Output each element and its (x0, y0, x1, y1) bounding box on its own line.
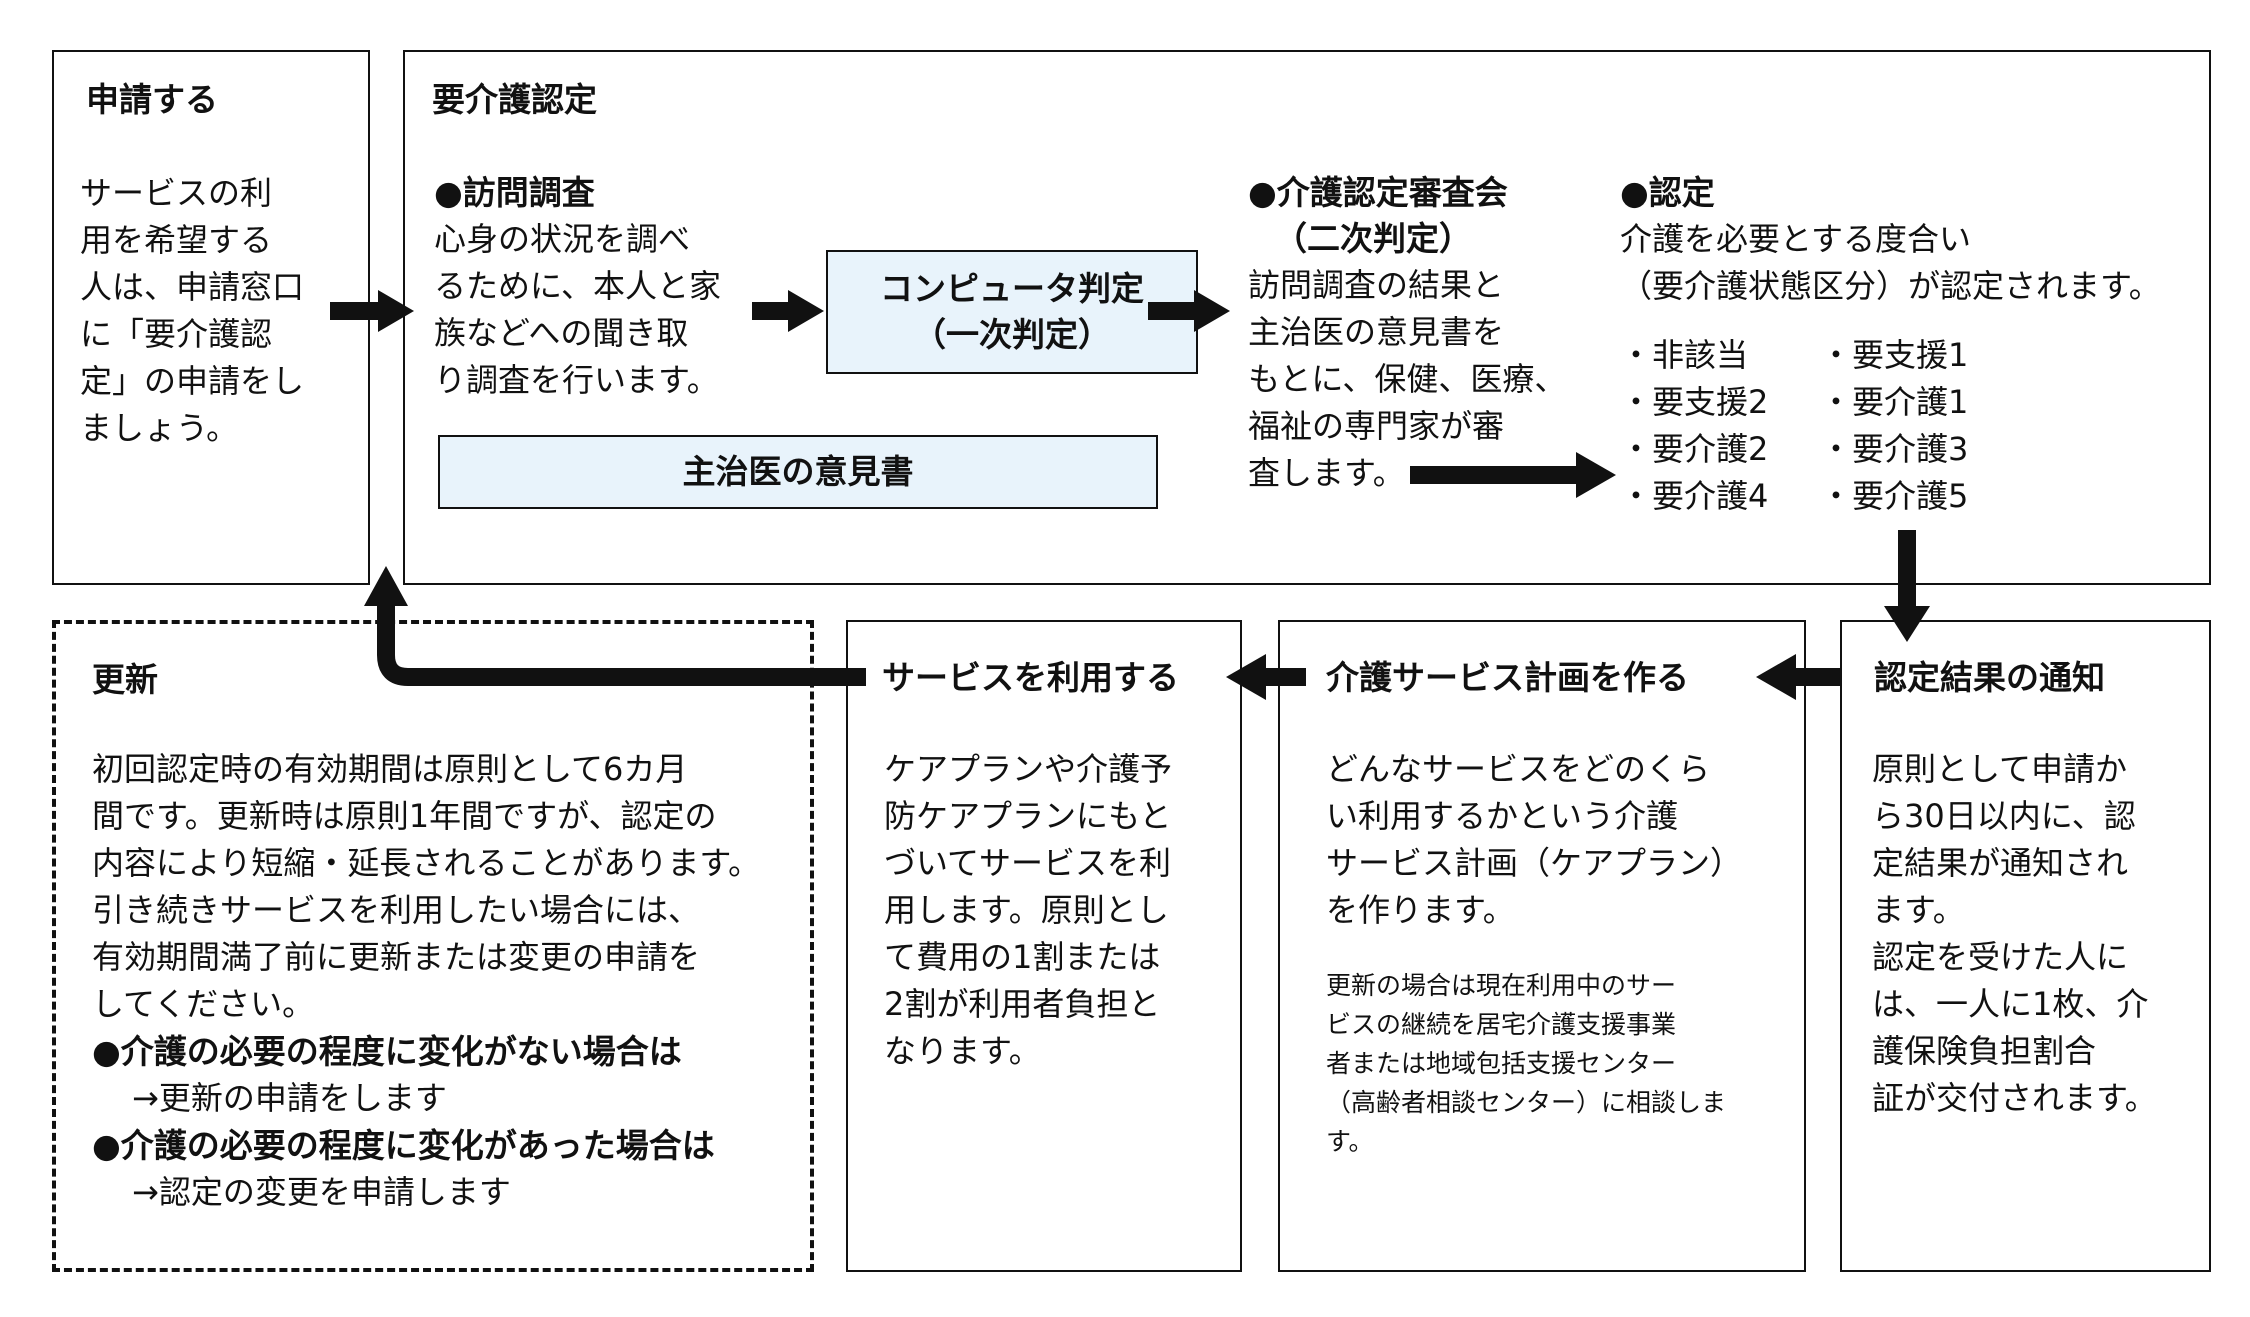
apply-line: 用を希望する (80, 221, 273, 259)
notice-line: 護保険負担割合 (1872, 1032, 2097, 1070)
computer-judgment-box: コンピュータ判定 （一次判定） (826, 250, 1198, 374)
care-plan-line: い利用するかという介護 (1326, 797, 1679, 835)
care-plan-line: サービス計画（ケアプラン） (1326, 844, 1743, 882)
doctor-opinion-label: 主治医の意見書 (682, 452, 914, 491)
notice-line: ら30日以内に、認 (1872, 797, 2136, 835)
arrow-plan-to-use (1226, 654, 1306, 700)
care-level: ・要介護1 (1820, 383, 1969, 421)
renewal-line: 初回認定時の有効期間は原則として6カ月 (92, 750, 688, 788)
notice-line: は、一人に1枚、介 (1872, 985, 2149, 1023)
arrow-apply-to-visit (330, 290, 414, 332)
review-council-line: 査します。 (1248, 454, 1405, 492)
use-service-text: ケアプランや介護予 防ケアプランにもと づいてサービスを利 用します。原則とし … (884, 746, 1172, 1075)
use-service-line: なります。 (884, 1032, 1041, 1070)
care-plan-text: どんなサービスをどのくら い利用するかという介護 サービス計画（ケアプラン） を… (1326, 746, 1742, 934)
renewal-line: 引き続きサービスを利用したい場合には、 (92, 891, 701, 929)
renewal-case-no-change: ●介護の必要の程度に変化がない場合は (92, 1032, 682, 1071)
review-council-line: もとに、保健、医療、 (1248, 360, 1567, 398)
renewal-line: 間です。更新時は原則1年間ですが、認定の (92, 797, 717, 835)
review-council-line: 主治医の意見書を (1248, 313, 1505, 351)
renewal-title: 更新 (92, 660, 158, 699)
care-level: ・要介護3 (1820, 430, 1969, 468)
computer-judgment-sublabel: （一次判定） (913, 315, 1111, 354)
notice-text: 原則として申請か ら30日以内に、認 定結果が通知され ます。 認定を受けた人に… (1872, 746, 2157, 1122)
notice-line: 定結果が通知され (1872, 844, 2129, 882)
renewal-line: 内容により短縮・延長されることがあります。 (92, 844, 761, 882)
visit-survey-line: るために、本人と家 (434, 267, 722, 305)
care-level: ・要介護2 (1620, 430, 1769, 468)
visit-survey-heading: ●訪問調査 (434, 173, 595, 212)
care-level: ・要支援2 (1620, 383, 1769, 421)
care-plan-note-line: 更新の場合は現在利用中のサー (1326, 971, 1677, 1000)
care-plan-note-line: ビスの継続を居宅介護支援事業 (1326, 1010, 1677, 1039)
certification-result-line: （要介護状態区分）が認定されます。 (1620, 267, 2161, 305)
care-plan-line: を作ります。 (1326, 891, 1515, 929)
doctor-opinion-box: 主治医の意見書 (438, 435, 1158, 509)
use-service-title: サービスを利用する (882, 658, 1179, 697)
apply-line: ましょう。 (80, 409, 239, 447)
use-service-line: て費用の1割または (884, 938, 1161, 976)
care-plan-note-line: す。 (1326, 1127, 1374, 1156)
care-level-list-right: ・要支援1 ・要介護1 ・要介護3 ・要介護5 (1820, 332, 1968, 520)
certification-result: ●認定 介護を必要とする度合い （要介護状態区分）が認定されます。 (1620, 170, 2161, 310)
care-level-list-left: ・非該当 ・要支援2 ・要介護2 ・要介護4 (1620, 332, 1768, 520)
care-level: ・非該当 (1620, 336, 1749, 374)
apply-line: 定」の申請をし (80, 362, 305, 400)
use-service-line: 2割が利用者負担と (884, 985, 1161, 1023)
use-service-line: ケアプランや介護予 (884, 750, 1173, 788)
notice-box (1840, 620, 2211, 1272)
apply-box (52, 50, 370, 585)
use-service-line: づいてサービスを利 (884, 844, 1172, 882)
certification-result-heading: ●認定 (1620, 173, 1715, 212)
visit-survey-line: 心身の状況を調べ (434, 220, 691, 258)
notice-line: ます。 (1872, 891, 1965, 929)
apply-line: 人は、申請窓口 (80, 268, 305, 306)
arrow-use-to-certification (364, 566, 866, 686)
care-plan-line: どんなサービスをどのくら (1326, 750, 1711, 788)
care-plan-box (1278, 620, 1806, 1272)
notice-line: 認定を受けた人に (1872, 938, 2129, 976)
notice-line: 証が交付されます。 (1872, 1079, 2157, 1117)
arrow-council-to-result (1410, 452, 1616, 498)
renewal-box (52, 620, 814, 1272)
computer-judgment-label: コンピュータ判定 (880, 269, 1144, 308)
review-council-line: 福祉の専門家が審 (1248, 407, 1505, 445)
notice-title: 認定結果の通知 (1874, 658, 2105, 697)
care-level: ・要介護5 (1820, 477, 1969, 515)
care-plan-note-line: 者または地域包括支援センター (1326, 1049, 1677, 1078)
arrow-notice-to-plan (1756, 654, 1842, 700)
apply-text: サービスの利 用を希望する 人は、申請窓口 に「要介護認 定」の申請をし ましょ… (80, 170, 304, 452)
visit-survey-line: 族などへの聞き取 (434, 314, 689, 352)
notice-line: 原則として申請か (1872, 750, 2128, 788)
renewal-case-changed: ●介護の必要の程度に変化があった場合は (92, 1126, 715, 1165)
review-council: ●介護認定審査会 （二次判定） 訪問調査の結果と 主治医の意見書を もとに、保健… (1248, 170, 1566, 497)
use-service-box (846, 620, 1242, 1272)
renewal-line: してください。 (92, 985, 315, 1023)
renewal-text: 初回認定時の有効期間は原則として6カ月 間です。更新時は原則1年間ですが、認定の… (92, 746, 760, 1216)
apply-line: サービスの利 (80, 174, 273, 212)
use-service-line: 防ケアプランにもと (884, 797, 1172, 835)
renewal-case-no-change-detail: →更新の申請をします (132, 1079, 447, 1117)
certification-title: 要介護認定 (432, 80, 597, 119)
arrow-computer-to-council (1148, 290, 1230, 332)
review-council-subheading: （二次判定） (1274, 219, 1472, 258)
arrow-visit-to-computer (752, 290, 824, 332)
care-plan-renewal-note: 更新の場合は現在利用中のサー ビスの継続を居宅介護支援事業 者または地域包括支援… (1326, 966, 1726, 1161)
review-council-line: 訪問調査の結果と (1248, 266, 1505, 304)
renewal-line: 有効期間満了前に更新または変更の申請を (92, 938, 701, 976)
care-plan-note-line: （高齢者相談センター）に相談しま (1326, 1088, 1727, 1117)
certification-result-line: 介護を必要とする度合い (1620, 220, 1972, 258)
apply-title: 申請する (86, 80, 218, 119)
review-council-heading: ●介護認定審査会 (1248, 173, 1508, 212)
care-level: ・要支援1 (1820, 336, 1969, 374)
arrow-result-to-notice (1884, 530, 1930, 642)
renewal-case-changed-detail: →認定の変更を申請します (132, 1173, 511, 1211)
use-service-line: 用します。原則とし (884, 891, 1169, 929)
visit-survey-line: り調査を行います。 (434, 361, 719, 399)
apply-line: に「要介護認 (80, 315, 273, 353)
visit-survey: ●訪問調査 心身の状況を調べ るために、本人と家 族などへの聞き取 り調査を行い… (434, 170, 721, 404)
care-level: ・要介護4 (1620, 477, 1769, 515)
care-plan-title: 介護サービス計画を作る (1326, 658, 1689, 697)
